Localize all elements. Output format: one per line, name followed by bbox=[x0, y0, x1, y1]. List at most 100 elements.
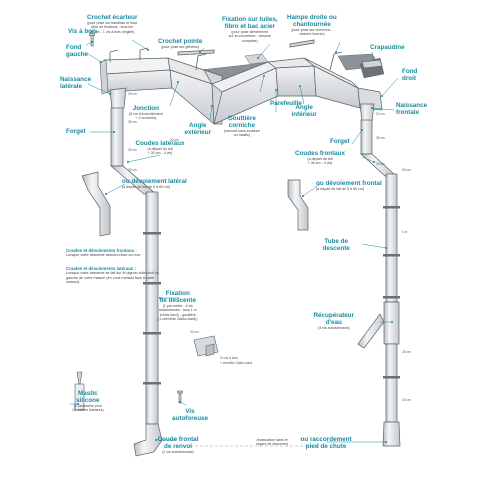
label-evacuation: (évacuation dans le regard de descente) bbox=[256, 438, 288, 447]
label-coude-frontal: Coude frontal de renvoi (2 vis autoforeu… bbox=[158, 436, 199, 454]
mastic-title2: silicone bbox=[76, 397, 100, 405]
devoiement-lateral-sub1: (à départ de toit de 5 à 60 cm) bbox=[122, 185, 171, 190]
label-tube-descente: Tube de descente bbox=[323, 238, 350, 252]
fond-droit-title2: droit bbox=[402, 75, 416, 83]
crochet-pointe-title: Crochet pointe bbox=[158, 38, 203, 45]
label-parefeuille: Parefeuille bbox=[270, 100, 302, 107]
crochet-pointe-figure bbox=[177, 39, 315, 56]
crapaudine-title: Crapaudine bbox=[370, 44, 405, 51]
fixation-descente-sub4: (1 chevêtre Zakko-bard)) bbox=[158, 317, 198, 322]
crochet-ecarteur-sub1: (pour pose sur bandeau et bout bbox=[87, 21, 138, 26]
label-raccordement: ou raccordement pied de chute bbox=[301, 436, 352, 450]
naissance-laterale-title2: latérale bbox=[60, 83, 83, 91]
coude-frontal-title: Coude frontal bbox=[157, 436, 199, 443]
recuperateur-sub1: (4 vis autoforeuses) bbox=[318, 326, 350, 331]
dim-label: 25 cm bbox=[402, 350, 411, 354]
angle-exterieur-title2: extérieur bbox=[184, 129, 212, 137]
forget-left-title: Forget bbox=[66, 128, 86, 135]
fixation-descente-sub3: à bois bard) - gouttière bbox=[159, 312, 196, 317]
dim-label: 50 cm bbox=[402, 168, 411, 172]
note-coudes-lateraux: Coudes et dévoiements latéraux : Lorsque… bbox=[66, 266, 161, 285]
dim-label: 25 cm bbox=[128, 92, 137, 96]
gouttiere-title: Gouttière bbox=[227, 115, 256, 122]
gouttiere-title2: corniche bbox=[228, 122, 255, 130]
crochet-pointe-sub1: (pour pose sur gêneise) bbox=[161, 45, 200, 50]
vis-autoforeuse-figure bbox=[177, 390, 183, 404]
gouttiere-sub2: ou mastic) bbox=[233, 133, 251, 138]
note-coudes-frontaux-heading: Coudes et dévoiements frontaux : bbox=[66, 248, 137, 253]
note-coudes-lateraux-text: Lorsque votre descente se fait sur le pi… bbox=[66, 271, 159, 285]
vis-a-bois-title: Vis à bois bbox=[68, 28, 98, 35]
forget-right-title: Forget bbox=[330, 138, 350, 145]
angle-exterieur-title: Angle bbox=[189, 122, 207, 129]
fond-gauche-title2: gauche bbox=[66, 51, 89, 59]
label-forget-right: Forget bbox=[330, 138, 350, 145]
hampe-title: Hampe droite ou bbox=[287, 14, 337, 21]
jonction-title: Jonction bbox=[132, 105, 159, 112]
fixation-descente-sub2: autoforeuses - tous 1 m bbox=[158, 308, 197, 313]
label-hampe: Hampe droite ou chantournée (pour pose s… bbox=[287, 14, 337, 37]
coude-frontal-sub1: (2 vis autoforeuses) bbox=[162, 450, 194, 455]
dim-label: 20 cm bbox=[170, 138, 179, 142]
gouttiere-sub1: (raccord sans soudure bbox=[224, 129, 260, 134]
label-vis-a-bois: Vis à bois bbox=[68, 28, 97, 35]
devoiement-lateral-title: ou dévoiement latéral bbox=[122, 178, 187, 185]
hampe-sub2: visserie fournie) bbox=[299, 32, 325, 37]
hampe-title2: chantournée bbox=[292, 21, 331, 29]
dim-label: 30 cm bbox=[128, 148, 137, 152]
angle-interieur-title: Angle bbox=[295, 104, 313, 111]
coude-frontal-title2: de renvoi bbox=[163, 443, 192, 451]
fond-gauche-cap bbox=[99, 59, 109, 95]
label-naissance-laterale: Naissance latérale bbox=[60, 76, 91, 90]
dim-label: 30 cm bbox=[128, 120, 137, 124]
label-crochet-ecarteur: Crochet écarteur (pour pose sur bandeau … bbox=[87, 14, 137, 34]
label-forget-left: Forget bbox=[66, 128, 86, 135]
tube-descente-title2: descente bbox=[322, 245, 350, 253]
recuperateur-title2: d'eau bbox=[325, 319, 342, 327]
crochet-ecarteur-title: Crochet écarteur bbox=[87, 14, 138, 21]
crochet-ecarteur-sub2: libre de fixations - tous les bbox=[91, 25, 133, 30]
label-fond-gauche: Fond gauche bbox=[66, 44, 88, 58]
dim-label: 1 m bbox=[402, 230, 408, 234]
mastic-title: Mastic bbox=[77, 390, 98, 397]
naissance-frontale-title: Naissance bbox=[396, 102, 428, 109]
crochet-ecarteur-sub3: 40 cm - 1 vis à bois cinglée) bbox=[89, 29, 135, 34]
raccordement-title: ou raccordement bbox=[300, 436, 352, 443]
leader-lines bbox=[70, 39, 399, 443]
mastic-sub1: (1 cartouche pour bbox=[73, 404, 102, 409]
hampe-sub1: (pour pose sur chevrons - bbox=[291, 28, 333, 33]
dim-label: 25 cm bbox=[376, 162, 385, 166]
devoiement-frontal-title: ou dévoiement frontal bbox=[316, 180, 382, 187]
dim-label: 30 cm bbox=[128, 168, 137, 172]
fixation-tuiles-sub2: sur la couverture - visserie bbox=[228, 34, 271, 39]
dim-label: 20 cm bbox=[376, 112, 385, 116]
label-mastic: Mastic silicone (1 cartouche pour 12 mèt… bbox=[72, 390, 104, 413]
evacuation-sub1: (évacuation dans le bbox=[256, 438, 288, 442]
label-devoiement-frontal: ou dévoiement frontal (à départ de toit … bbox=[316, 180, 382, 191]
label-fond-droit: Fond droit bbox=[402, 68, 417, 82]
label-crochet-pointe: Crochet pointe (pour pose sur gêneise) bbox=[158, 38, 202, 49]
left-downpipe bbox=[109, 87, 163, 457]
jonction-sub2: + 2 crochets) bbox=[135, 116, 157, 121]
fixation-tuiles-title: Fixation sur tuiles, bbox=[222, 16, 278, 23]
evacuation-sub2: regard de descente) bbox=[256, 442, 289, 447]
coudes-lateraux-sub1: (à départ du toit bbox=[147, 147, 173, 152]
label-angle-interieur: Angle intérieur bbox=[292, 104, 317, 118]
label-recuperateur: Récupérateur d'eau (4 vis autoforeuses) bbox=[314, 312, 355, 330]
coudes-frontaux-sub1: (à départ de toit bbox=[307, 157, 333, 162]
label-jonction: Jonction (6 cm d'emboîtement + 2 crochet… bbox=[129, 105, 163, 121]
devoiement-frontal-sub1: (à départ de toit de 5 à 60 cm) bbox=[316, 187, 365, 192]
fixation-tuiles-sub1: (pour pose directement bbox=[231, 30, 269, 35]
label-devoiement-lateral: ou dévoiement latéral (à départ de toit … bbox=[122, 178, 187, 189]
gutter-hooks bbox=[109, 47, 343, 71]
label-coudes-lateraux: Coudes latéraux (à départ du toit + 30 c… bbox=[136, 140, 185, 156]
recuperateur-title: Récupérateur bbox=[313, 312, 355, 319]
devoiement-frontal-figure bbox=[287, 179, 309, 231]
fixation-descente-title: Fixation bbox=[165, 290, 190, 297]
coudes-lateraux-title: Coudes latéraux bbox=[135, 140, 185, 147]
bracket-dim: 20 cm bbox=[190, 330, 199, 334]
vis-autoforeuse-title2: autoforeuse bbox=[172, 415, 209, 423]
angle-interieur-title2: intérieur bbox=[291, 111, 317, 119]
